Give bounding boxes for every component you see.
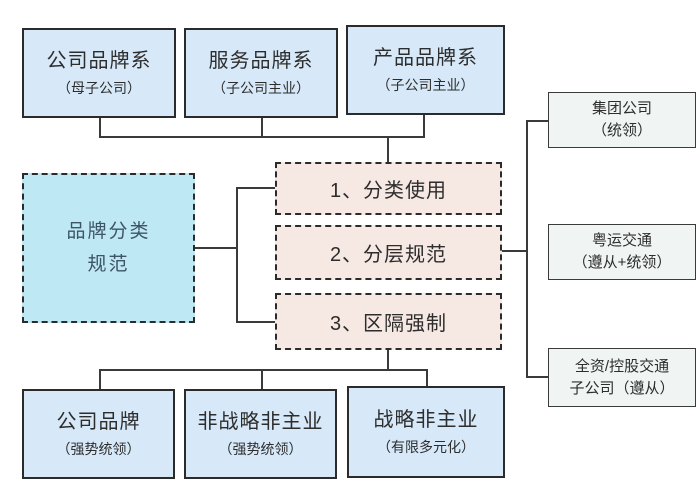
connector-bot2-drop [261,369,263,389]
connector-left-rule3 [238,321,275,323]
node-brand-classification-standard: 品牌分类 规范 [22,173,195,323]
connector-top3-drop [423,115,425,137]
connector-top-bus [99,136,425,138]
rule-label: 3、区隔强制 [329,313,448,335]
node-service-brand-series: 服务品牌系 （子公司主业） [184,28,338,118]
rule-label: 2、分层规范 [329,244,448,266]
node-title-line2: 规范 [87,254,130,275]
node-subsidiary-companies: 全资/控股交通 子公司（遵从） [548,348,696,407]
node-title: 集团公司 [591,100,652,117]
connector-bottom-bus [99,369,428,371]
connector-right-bus [526,120,528,378]
node-rule-classified-use: 1、分类使用 [275,162,502,215]
connector-top-feed [387,137,389,163]
connector-bot3-drop [426,369,428,386]
node-subtitle: （子公司主业） [212,80,310,96]
node-company-brand: 公司品牌 （强势统领） [22,389,175,479]
node-group-company: 集团公司 （统领） [548,92,696,148]
connector-top2-drop [261,118,263,137]
connector-right-bottom [528,376,548,378]
node-subtitle: （强势统领） [218,441,303,457]
node-title: 非战略非主业 [197,411,324,433]
connector-rule2-stub [502,250,527,252]
node-title-line1: 品牌分类 [66,221,151,242]
connector-bottom-feed [387,350,389,370]
node-subtitle: （子公司主业） [376,77,475,93]
connector-left-bus [236,187,238,323]
node-subtitle: 子公司（遵从） [569,379,675,397]
node-subtitle: （有限多元化） [377,439,475,455]
node-title: 战略非主业 [373,409,479,431]
node-subtitle: （统领） [591,122,652,139]
node-title: 服务品牌系 [208,50,314,72]
node-non-strategic-non-core: 非战略非主业 （强势统领） [184,389,337,479]
node-company-brand-series: 公司品牌系 （母子公司） [22,28,176,118]
node-title: 粤运交通 [591,232,652,249]
node-title: 公司品牌系 [46,50,152,72]
node-product-brand-series: 产品品牌系 （子公司主业） [346,25,505,115]
connector-cyan-stub [195,247,237,249]
connector-top1-drop [99,118,101,137]
node-rule-layered-standard: 2、分层规范 [275,225,502,280]
node-strategic-non-core: 战略非主业 （有限多元化） [347,386,505,478]
node-title: 公司品牌 [56,411,141,433]
node-subtitle: （强势统领） [56,441,141,457]
node-yueyun-transport: 粤运交通 （遵从+统领） [548,224,696,280]
node-subtitle: （母子公司） [57,80,141,96]
node-title: 产品品牌系 [373,47,478,69]
rule-label: 1、分类使用 [329,180,448,202]
connector-left-rule1 [238,187,275,189]
node-title: 全资/控股交通 [574,357,670,375]
connector-right-top [528,120,548,122]
connector-bot1-drop [99,369,101,389]
node-subtitle: （遵从+统领） [572,254,672,271]
node-rule-separation-mandatory: 3、区隔强制 [275,293,502,350]
